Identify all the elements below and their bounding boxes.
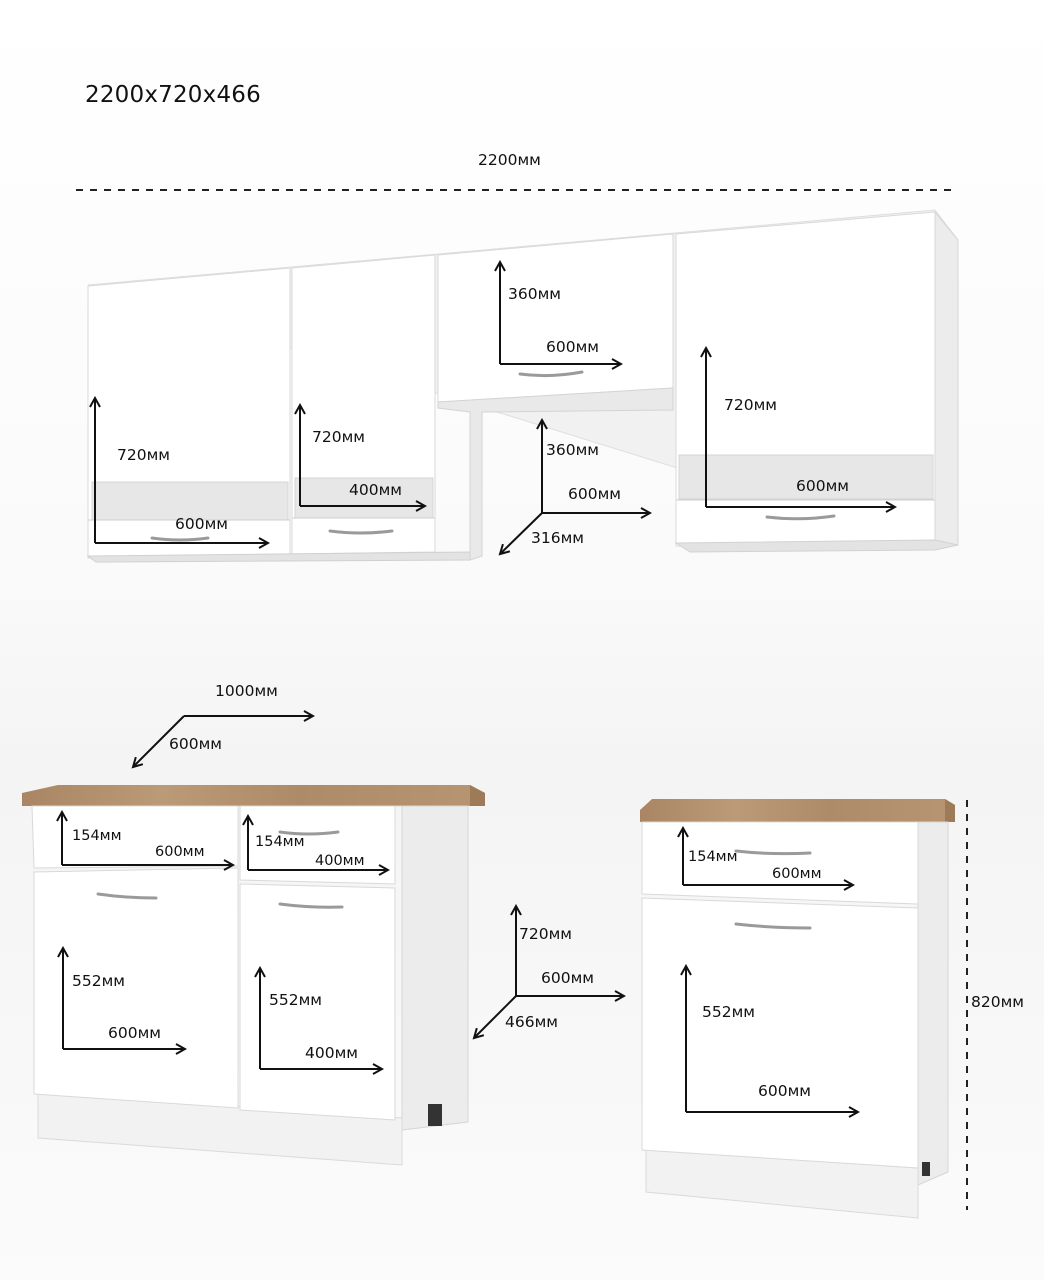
set-dimensions-title: 2200х720х466 — [85, 82, 261, 108]
base-large-leg — [428, 1104, 442, 1126]
upper-hood-handle — [518, 370, 584, 378]
base-axis-depth: 466мм — [505, 1013, 558, 1031]
base-small-worktop — [640, 799, 955, 822]
base-large-drawer-right-width: 400мм — [315, 853, 365, 869]
total-width-label: 2200мм — [478, 151, 541, 169]
base-large-drawer-left — [31, 805, 239, 869]
base-large-drawer-right — [239, 805, 396, 885]
base-large-drawer-right-height: 154мм — [255, 834, 305, 850]
base-large-drawer-right-handle — [278, 830, 340, 836]
base-large-door-right — [239, 883, 396, 1121]
upper-cabinet-1-handle — [150, 536, 210, 542]
base-small-door-handle — [734, 922, 812, 930]
base-small-drawer-height: 154мм — [688, 849, 738, 865]
base-small-side — [917, 821, 949, 1186]
upper-cabinet-2-open-shelf — [294, 477, 434, 519]
base-small-drawer-handle — [734, 849, 812, 856]
upper-right-side — [934, 210, 959, 549]
base-large-door-left-handle — [96, 892, 158, 900]
upper-hood-height: 360мм — [508, 285, 561, 303]
upper-hood-niche — [437, 387, 674, 561]
base-large-door-left-width: 600мм — [108, 1024, 161, 1042]
upper-cabinet-4-open-shelf — [678, 454, 934, 500]
base-large-door-left-height: 552мм — [72, 972, 125, 990]
base-large-drawer-left-width: 600мм — [155, 844, 205, 860]
upper-axis-width: 600мм — [568, 485, 621, 503]
base-small-door — [641, 897, 919, 1169]
base-large-width: 1000мм — [215, 682, 278, 700]
base-axis-height: 720мм — [519, 925, 572, 943]
base-small-leg — [922, 1162, 930, 1176]
upper-axis-depth: 316мм — [531, 529, 584, 547]
upper-1-width: 600мм — [175, 515, 228, 533]
base-cabinet-large — [22, 785, 485, 1166]
upper-cabinet-4-handle — [765, 514, 836, 521]
upper-2-width: 400мм — [349, 481, 402, 499]
total-height-label: 820мм — [971, 993, 1024, 1011]
upper-4-width: 600мм — [796, 477, 849, 495]
upper-axis-height: 360мм — [546, 441, 599, 459]
upper-2-height: 720мм — [312, 428, 365, 446]
base-large-door-right-height: 552мм — [269, 991, 322, 1009]
base-small-door-height: 552мм — [702, 1003, 755, 1021]
base-large-door-left — [33, 867, 239, 1109]
upper-4-height: 720мм — [724, 396, 777, 414]
base-large-depth: 600мм — [169, 735, 222, 753]
upper-cabinet-1-open-shelf — [91, 481, 289, 521]
upper-cabinet-2-handle — [328, 529, 394, 535]
base-large-door-right-width: 400мм — [305, 1044, 358, 1062]
base-large-side — [395, 805, 469, 1131]
upper-hood-cabinet — [437, 233, 674, 403]
base-large-door-right-handle — [278, 902, 344, 909]
base-large-worktop — [22, 785, 485, 806]
upper-hood-width: 600мм — [546, 338, 599, 356]
base-large-drawer-left-height: 154мм — [72, 828, 122, 844]
upper-cabinets — [86, 209, 959, 563]
base-small-drawer-width: 600мм — [772, 866, 822, 882]
upper-1-height: 720мм — [117, 446, 170, 464]
base-axis-width: 600мм — [541, 969, 594, 987]
base-small-door-width: 600мм — [758, 1082, 811, 1100]
